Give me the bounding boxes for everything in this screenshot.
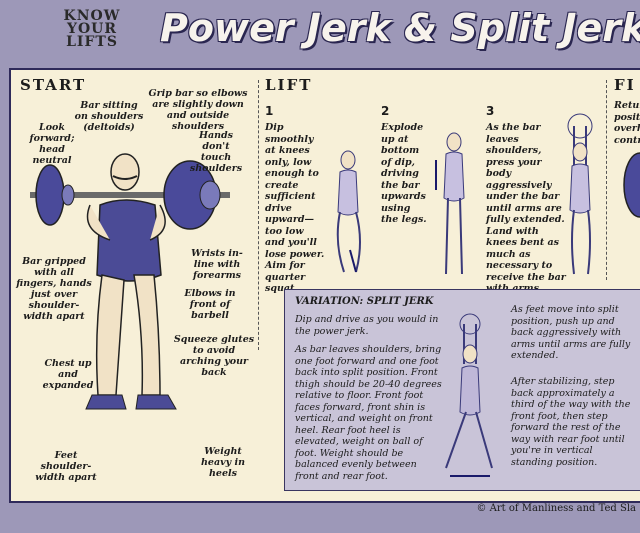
- finish-text: Retur positi overh contro: [614, 100, 640, 146]
- variation-p1: Dip and drive as you would in the power …: [295, 314, 439, 337]
- section-divider: [258, 80, 259, 350]
- variation-box: VARIATION: SPLIT JERK Dip and drive as y…: [284, 289, 640, 491]
- label-hands-dont-touch: Hands don't touch shoulders: [189, 130, 243, 174]
- label-grip-bar: Grip bar so elbows are slightly down and…: [148, 88, 248, 132]
- page-title: Power Jerk & Split Jerk: [160, 6, 640, 50]
- start-heading: START: [20, 76, 87, 94]
- variation-p2: As bar leaves shoulders, bring one foot …: [295, 344, 442, 482]
- finish-line-3: overh: [614, 123, 640, 134]
- label-bar-gripped: Bar gripped with all fingers, hands just…: [16, 256, 92, 322]
- step-3-text: As the bar leaves shoulders, press your …: [486, 122, 566, 306]
- finish-plate: [623, 152, 640, 218]
- lifter-illustration: [30, 153, 230, 410]
- variation-title: VARIATION: SPLIT JERK: [295, 296, 434, 307]
- label-weight: Weight heavy in heels: [201, 446, 245, 479]
- step-3-figure: [567, 113, 593, 275]
- step-2-number: 2: [381, 104, 390, 118]
- label-feet: Feet shoulder-width apart: [35, 450, 97, 483]
- variation-p3: As feet move into split position, push u…: [511, 304, 631, 361]
- step-3-number: 3: [486, 104, 495, 118]
- label-bar-sitting: Bar sitting on shoulders (deltoids): [74, 100, 144, 133]
- step-2-figure: [435, 132, 465, 275]
- know-your-lifts-logo: KNOW YOUR LIFTS: [42, 8, 142, 50]
- logo-line-2: YOUR: [66, 21, 118, 37]
- logo-line-1: KNOW: [63, 8, 121, 24]
- finish-line-4: contro: [614, 134, 640, 146]
- variation-p4: After stabilizing, step back approximate…: [511, 376, 631, 468]
- label-chest: Chest up and expanded: [42, 358, 94, 391]
- step-1-figure: [336, 150, 361, 273]
- finish-heading: FI: [614, 76, 636, 94]
- section-divider-2: [606, 80, 607, 280]
- label-elbows: Elbows in front of barbell: [184, 288, 236, 321]
- split-jerk-figure: [445, 313, 493, 477]
- finish-line-1: Retur: [614, 100, 640, 111]
- step-2-text: Explode up at bottom of dip, driving the…: [381, 122, 427, 225]
- label-squeeze: Squeeze glutes to avoid arching your bac…: [173, 334, 255, 378]
- credit-line: © Art of Manliness and Ted Sla: [476, 503, 636, 514]
- logo-line-3: LIFTS: [66, 34, 118, 50]
- step-1-text: Dip smoothly at knees only, low enough t…: [265, 122, 325, 294]
- step-1-number: 1: [265, 104, 274, 118]
- finish-line-2: positi: [614, 111, 640, 123]
- lift-heading: LIFT: [265, 76, 313, 94]
- label-wrists: Wrists in-line with forearms: [191, 248, 243, 281]
- label-look-forward: Look forward; head neutral: [29, 122, 75, 166]
